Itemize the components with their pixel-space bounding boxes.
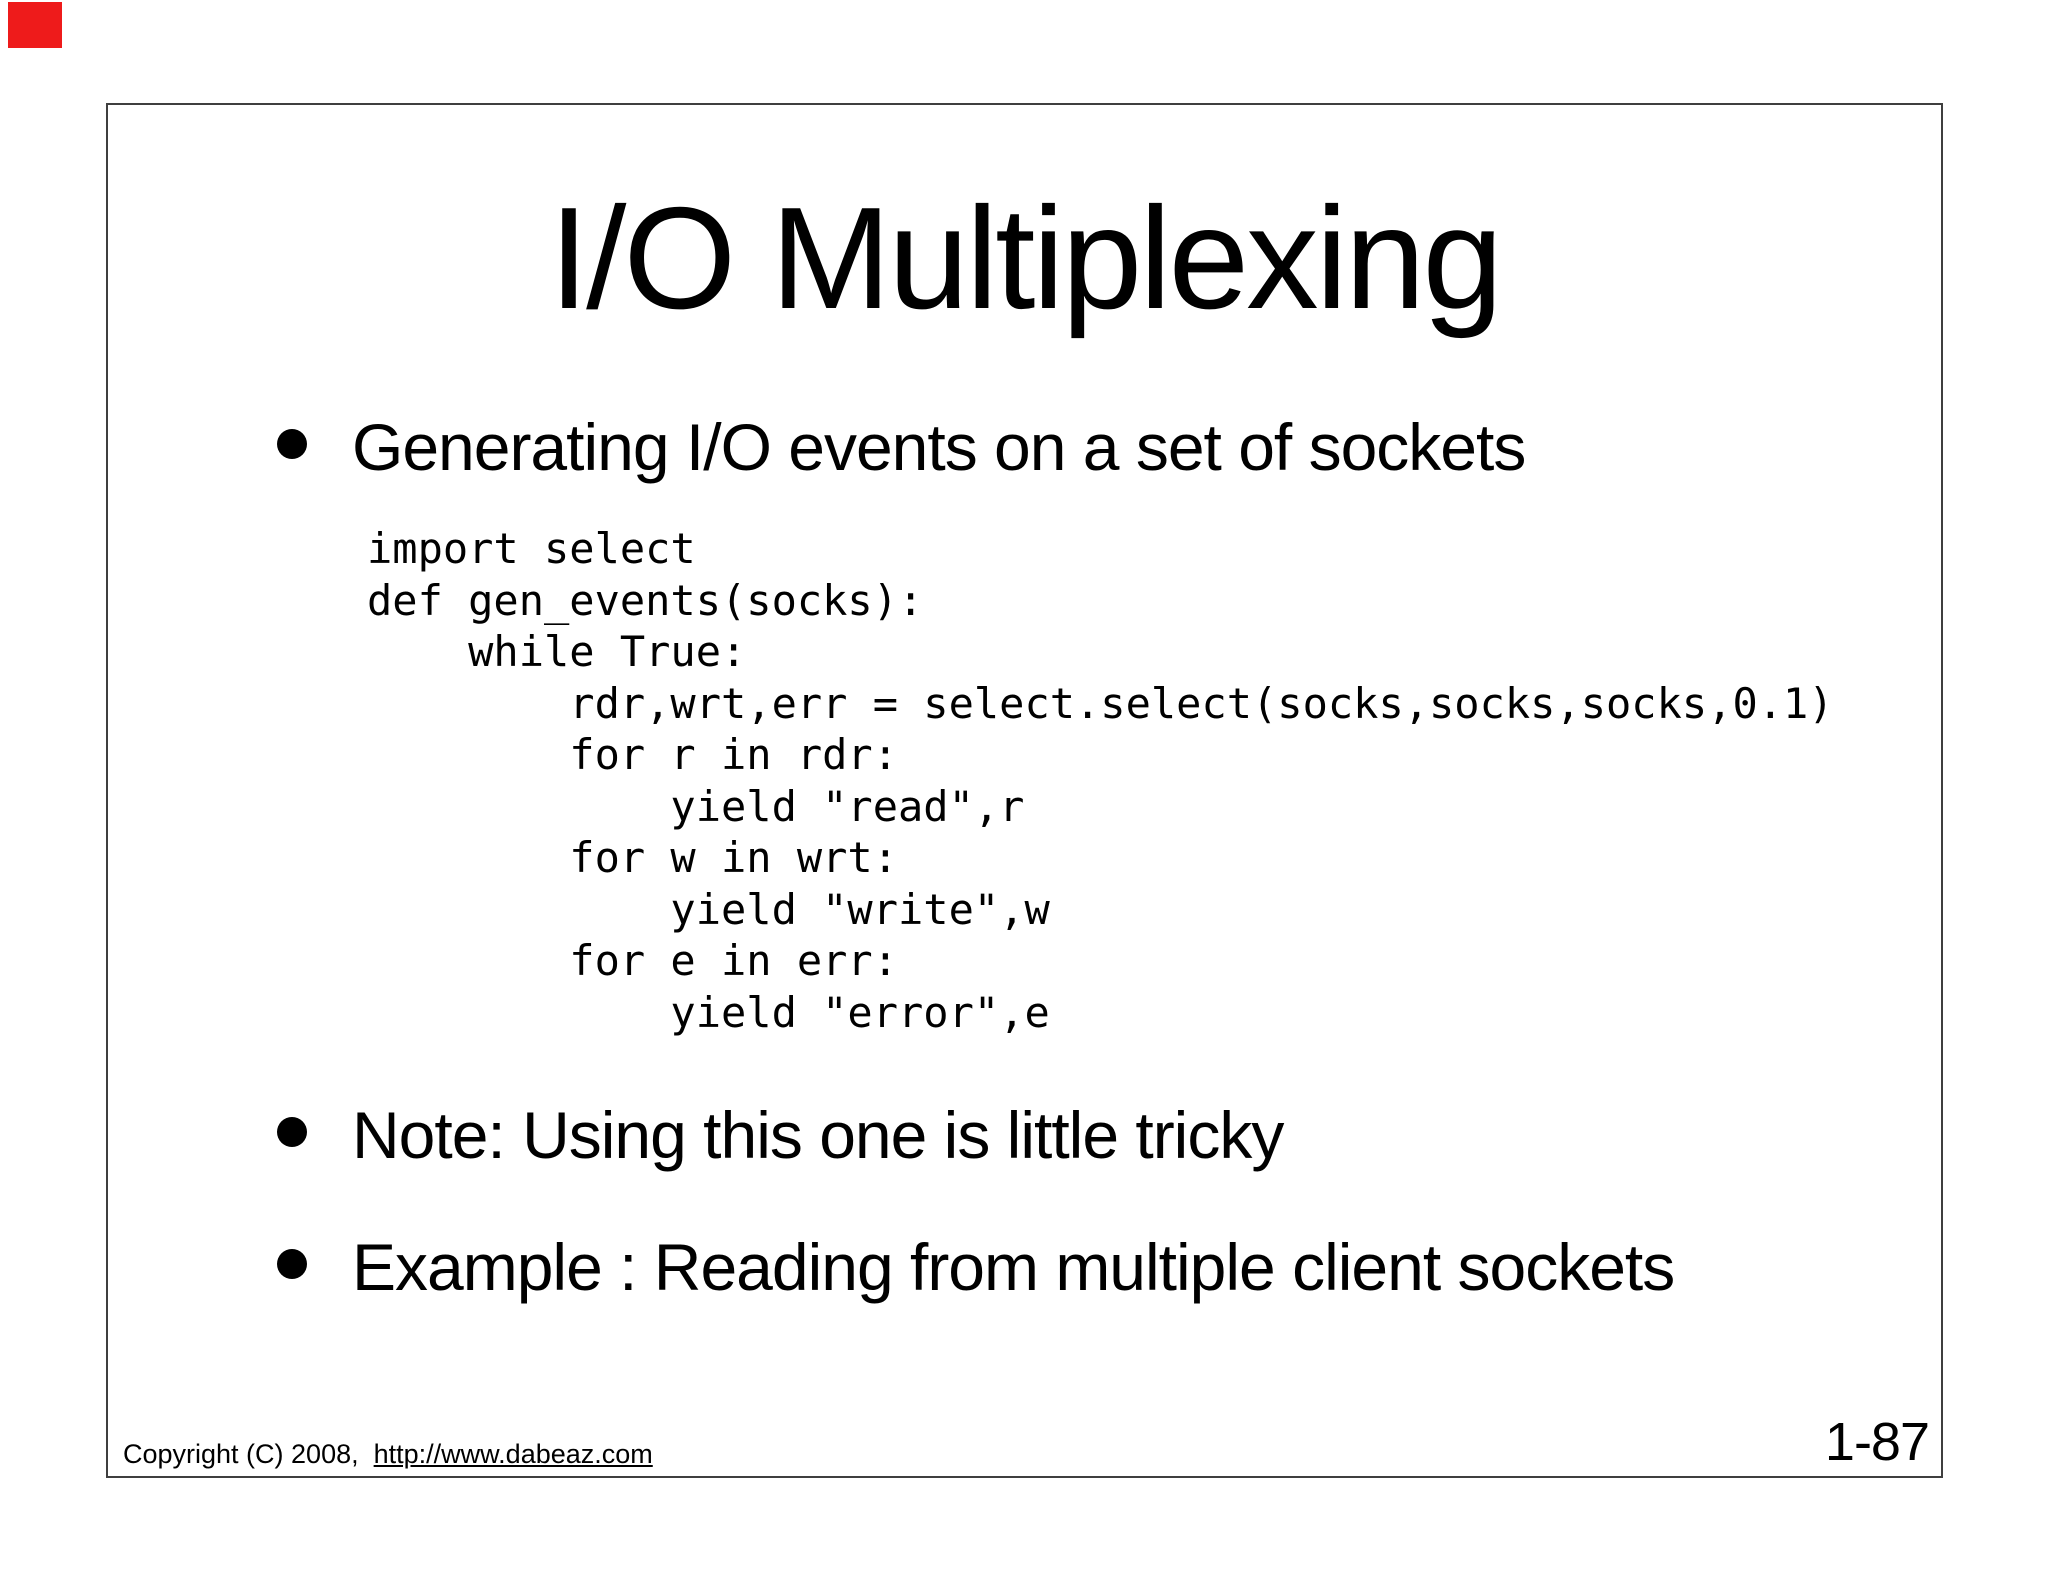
slide: I/O Multiplexing Generating I/O events o… (106, 103, 1943, 1478)
page-number: 1-87 (1824, 1412, 1930, 1472)
bullet-icon (277, 429, 307, 459)
bullet-icon (277, 1249, 307, 1279)
footer-copyright: Copyright (C) 2008, http://www.dabeaz.co… (123, 1438, 653, 1470)
red-marker (8, 2, 62, 48)
bullet-text: Example : Reading from multiple client s… (352, 1230, 1675, 1304)
bullet-text: Generating I/O events on a set of socket… (352, 410, 1526, 484)
bullet-item-generating: Generating I/O events on a set of socket… (277, 407, 1526, 487)
slide-title: I/O Multiplexing (548, 177, 1503, 339)
bullet-icon (277, 1117, 307, 1147)
bullet-item-example: Example : Reading from multiple client s… (277, 1227, 1675, 1307)
copyright-text: Copyright (C) 2008, (123, 1439, 359, 1469)
bullet-item-note: Note: Using this one is little tricky (277, 1095, 1284, 1175)
code-block: import select def gen_events(socks): whi… (367, 524, 1834, 1037)
bullet-text: Note: Using this one is little tricky (352, 1098, 1284, 1172)
copyright-link[interactable]: http://www.dabeaz.com (373, 1439, 653, 1469)
